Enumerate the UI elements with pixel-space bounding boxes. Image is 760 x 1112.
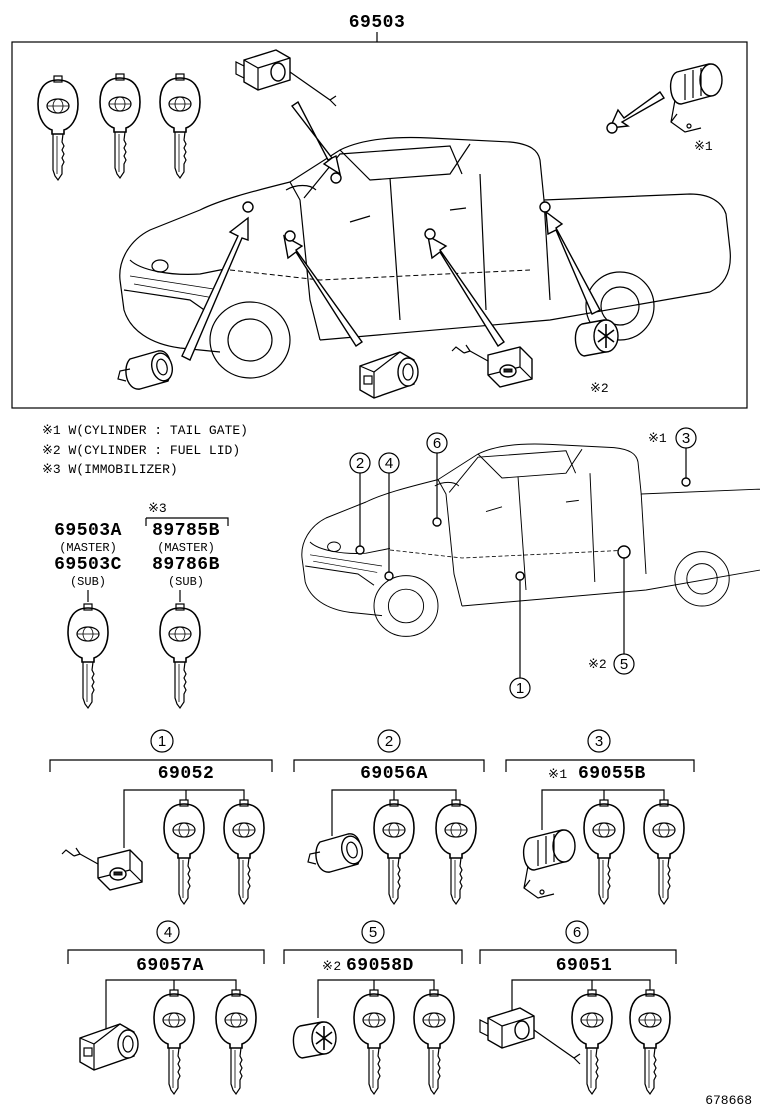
immo-master-part: 89785B: [152, 521, 220, 541]
top-arrows: [181, 91, 665, 361]
immo-sub-part: 89786B: [152, 555, 220, 575]
top-part-number: 69503: [349, 13, 406, 33]
kit-set-6: 6 69051: [479, 920, 677, 1095]
legend: ※1 W(CYLINDER : TAIL GATE) ※2 W(CYLINDER…: [42, 423, 248, 477]
door-cylinder: [451, 344, 533, 388]
svg-text:2: 2: [356, 455, 364, 472]
glovebox-cylinder: [117, 350, 176, 390]
svg-text:6: 6: [433, 435, 441, 452]
callout-6: 6: [426, 432, 448, 527]
key-blanks-standard: 69503A (MASTER) 69503C (SUB): [54, 521, 122, 709]
hood-release-cylinder: [235, 49, 337, 107]
note-tailgate: ※1: [694, 139, 713, 154]
svg-text:5: 5: [369, 924, 377, 941]
note-fuel-lid: ※2: [590, 381, 609, 396]
key-master-part: 69503A: [54, 521, 122, 541]
svg-text:※1: ※1: [648, 431, 667, 446]
key-blanks-immobilizer: ※3 89785B (MASTER) 89786B (SUB): [145, 501, 229, 709]
assembly-box: [11, 41, 748, 409]
kit-6-part: 69051: [556, 956, 613, 976]
location-truck: [301, 443, 760, 637]
kit-set-1: 1 69052: [49, 729, 273, 905]
key-sub-part: 69503C: [54, 555, 122, 575]
fuel-lid-cylinder: [574, 319, 619, 357]
svg-text:3: 3: [682, 430, 690, 447]
svg-text:3: 3: [595, 733, 603, 750]
svg-text:4: 4: [385, 455, 393, 472]
legend-fuel-lid: ※2 W(CYLINDER : FUEL LID): [42, 443, 240, 458]
svg-text:1: 1: [516, 680, 524, 697]
truck-illustration: [119, 136, 731, 379]
legend-tailgate: ※1 W(CYLINDER : TAIL GATE): [42, 423, 248, 438]
kit-5-part: 69058D: [346, 956, 414, 976]
callout-4: 4: [378, 452, 400, 581]
kit-2-part: 69056A: [360, 764, 428, 784]
kit-set-4: 4 69057A: [67, 920, 265, 1095]
svg-text:1: 1: [158, 733, 166, 750]
kit-set-5: 5 ※2 69058D: [283, 920, 463, 1095]
svg-text:5: 5: [620, 656, 628, 673]
svg-text:※2: ※2: [588, 657, 607, 672]
callout-3: ※1 3: [648, 427, 697, 487]
svg-text:2: 2: [385, 733, 393, 750]
immo-master-label: (MASTER): [157, 541, 215, 555]
kit-3-prefix: ※1: [548, 767, 568, 782]
immo-sub-label: (SUB): [168, 575, 204, 589]
top-keys: [37, 73, 201, 181]
location-callouts: 2 4 6 ※1 3 ※2 5: [349, 427, 697, 699]
kit-set-2: 2 69056A: [293, 729, 485, 905]
legend-immobilizer: ※3 W(IMMOBILIZER): [42, 462, 178, 477]
kit-set-3: 3 ※1 69055B: [505, 729, 695, 905]
svg-text:6: 6: [573, 924, 581, 941]
key-master-label: (MASTER): [59, 541, 117, 555]
immobilizer-marker: ※3: [148, 501, 167, 516]
ignition-cylinder: [359, 351, 419, 399]
tailgate-cylinder: [669, 63, 723, 133]
kit-4-part: 69057A: [136, 956, 204, 976]
callout-2: 2: [349, 452, 371, 555]
kit-5-prefix: ※2: [322, 959, 342, 974]
key-sub-label: (SUB): [70, 575, 106, 589]
callout-1: 1: [509, 571, 531, 699]
callout-5: ※2 5: [588, 545, 635, 675]
svg-text:4: 4: [164, 924, 172, 941]
kit-3-part: 69055B: [578, 764, 646, 784]
kit-1-part: 69052: [158, 764, 215, 784]
figure-id: 678668: [705, 1093, 752, 1108]
